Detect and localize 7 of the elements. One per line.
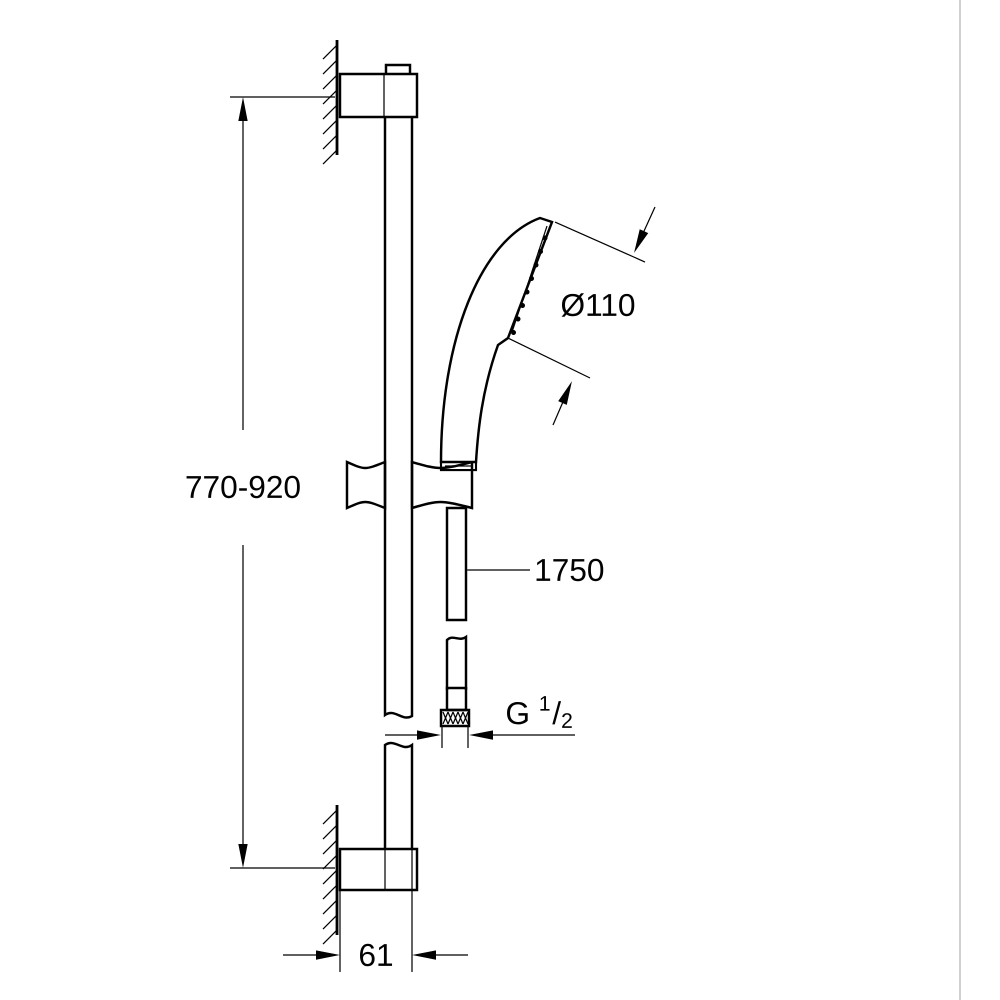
- dimension-label: Ø110: [562, 293, 634, 317]
- dimension-label: 1750: [536, 558, 604, 582]
- dimension-label: 770-920: [186, 476, 300, 498]
- hose: [446, 506, 468, 622]
- dimension-label: G $^{1}$/$_{2}$: [507, 696, 572, 728]
- leader-line: [467, 569, 530, 571]
- dimension-label: 61: [360, 944, 392, 966]
